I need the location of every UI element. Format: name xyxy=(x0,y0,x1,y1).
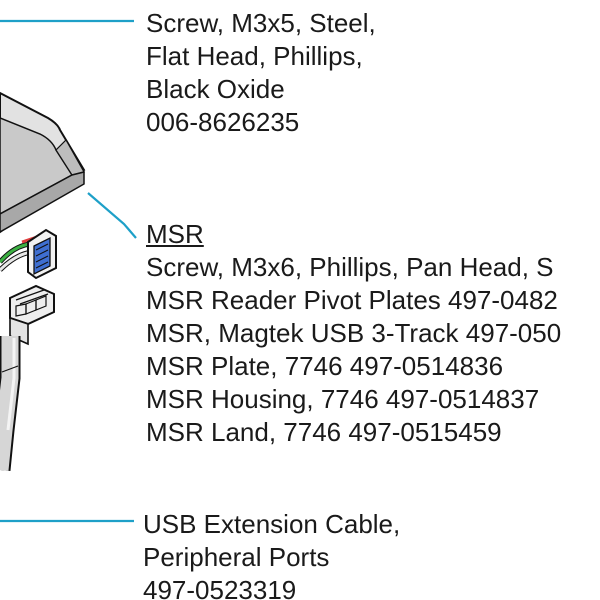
callout-msr-item-3: MSR, Magtek USB 3-Track 497-050 xyxy=(146,318,562,348)
callout-screw: Screw, M3x5, Steel, Flat Head, Phillips,… xyxy=(146,7,376,139)
callout-screw-line-3: Black Oxide xyxy=(146,74,285,104)
msr-header-connector xyxy=(27,228,57,280)
callout-msr-item-1: Screw, M3x6, Phillips, Pan Head, S xyxy=(146,252,554,282)
usb-cable-plug xyxy=(9,284,55,346)
leader-line-msr xyxy=(87,192,137,239)
callout-usb: USB Extension Cable, Peripheral Ports 49… xyxy=(143,508,400,600)
msr-housing-part xyxy=(0,91,86,234)
callout-usb-line-2: Peripheral Ports xyxy=(143,542,330,572)
callout-screw-line-2: Flat Head, Phillips, xyxy=(146,41,363,71)
callout-msr-item-2: MSR Reader Pivot Plates 497-0482 xyxy=(146,285,558,315)
callout-msr-item-6: MSR Land, 7746 497-0515459 xyxy=(146,417,502,447)
callout-msr-item-5: MSR Housing, 7746 497-0514837 xyxy=(146,384,540,414)
callout-msr-item-4: MSR Plate, 7746 497-0514836 xyxy=(146,351,504,381)
callout-screw-line-1: Screw, M3x5, Steel, xyxy=(146,8,376,38)
callout-msr: MSR Screw, M3x6, Phillips, Pan Head, S M… xyxy=(146,218,561,449)
callout-screw-part-number: 006-8626235 xyxy=(146,107,300,137)
callout-usb-part-number: 497-0523319 xyxy=(143,575,297,600)
callout-msr-heading: MSR xyxy=(146,219,204,249)
usb-cable xyxy=(0,336,21,472)
callout-usb-line-1: USB Extension Cable, xyxy=(143,509,401,539)
